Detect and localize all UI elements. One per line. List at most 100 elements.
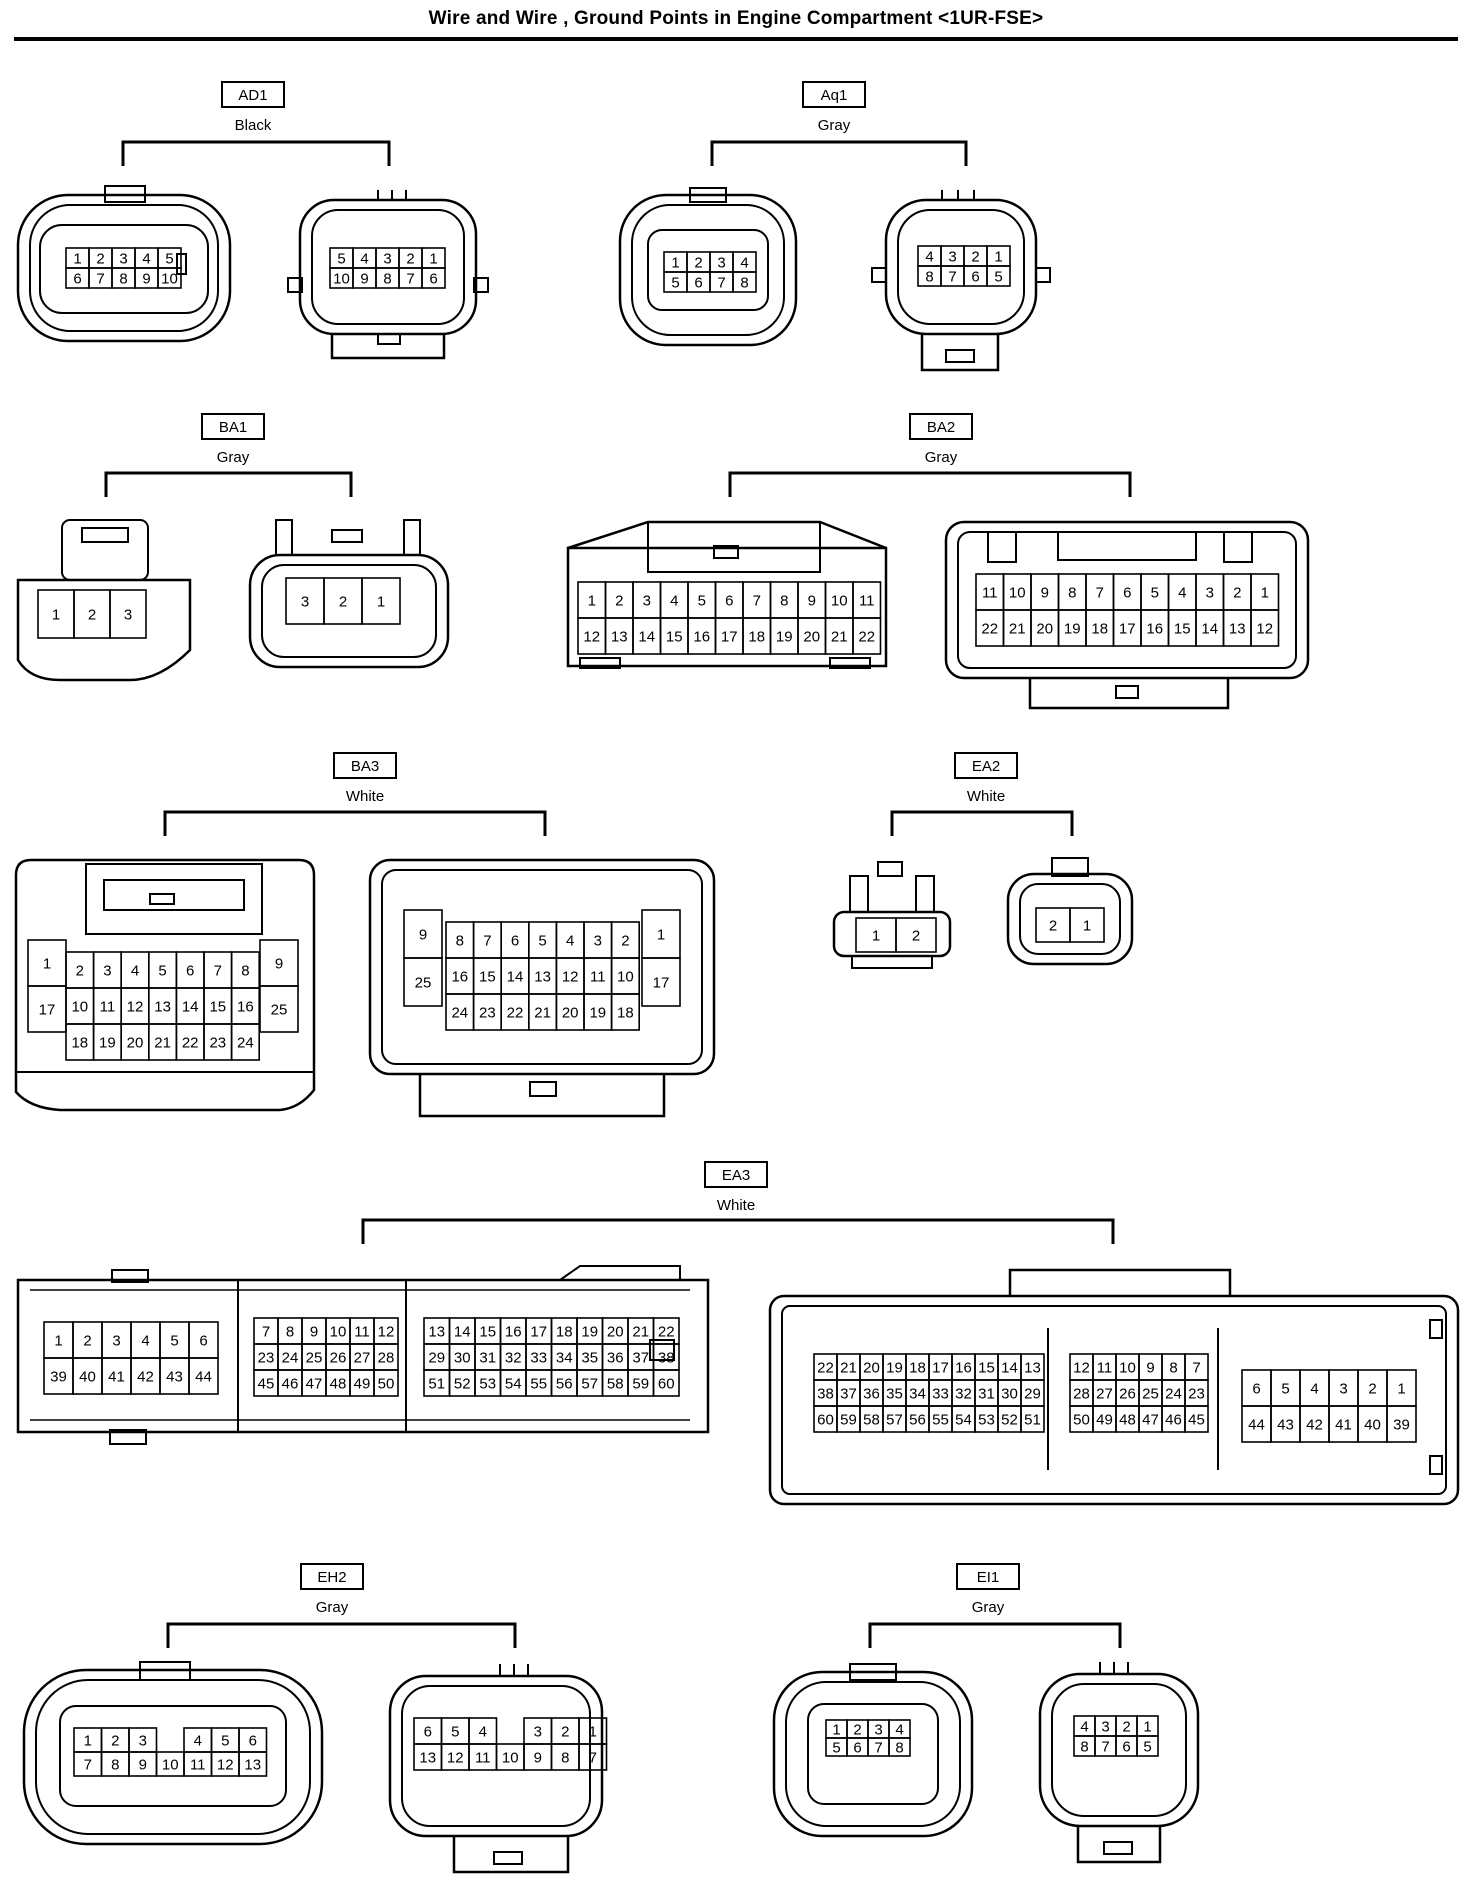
ea3-left-pin-number: 44 xyxy=(195,1369,212,1386)
ea3-right-pin-number: 17 xyxy=(932,1360,949,1377)
ea3-right-pin-number: 24 xyxy=(1165,1386,1182,1403)
ba2-right-pin-number: 16 xyxy=(1146,621,1163,638)
ea2-left-pin-number: 2 xyxy=(912,928,920,945)
connector-code: BA2 xyxy=(927,419,955,436)
ba3-left-pin-cell xyxy=(230,1023,261,1061)
ea3-left-pin-number: 58 xyxy=(607,1376,624,1393)
ea3-right-pin-number: 40 xyxy=(1364,1417,1381,1434)
eh2-right-pin-number: 6 xyxy=(424,1724,432,1741)
connector-ea3-right xyxy=(768,1268,1460,1506)
ea3-left-pin-number: 42 xyxy=(137,1369,154,1386)
ba2-left-pin-number: 21 xyxy=(831,629,848,646)
aq1-left-pin-number: 3 xyxy=(717,255,725,272)
eh2-right-pin-number: 8 xyxy=(561,1750,569,1767)
eh2-left-pin-number: 13 xyxy=(244,1757,261,1774)
ea3-right-pin-number: 50 xyxy=(1073,1412,1090,1429)
ba3-right-pin-number: 17 xyxy=(653,975,670,992)
ad1-right-pin-number: 8 xyxy=(383,271,391,288)
connector-ad1-left xyxy=(16,185,232,343)
ba2-right-pin-number: 4 xyxy=(1178,585,1186,602)
ea3-left-pin-number: 20 xyxy=(607,1324,624,1341)
ei1-left-pin-number: 6 xyxy=(853,1740,861,1757)
ea3-left-pin-number: 26 xyxy=(330,1350,347,1367)
ea3-right-pin-number: 43 xyxy=(1277,1417,1294,1434)
ei1-left-pin-number: 5 xyxy=(832,1740,840,1757)
ea3-right-pin-number: 41 xyxy=(1335,1417,1352,1434)
aq1-right-pin-cell xyxy=(986,265,1011,287)
ei1-left-pin-number: 1 xyxy=(832,1722,840,1739)
connector-ba2-left xyxy=(566,520,888,669)
ea3-left-pin-cell xyxy=(652,1369,680,1397)
eh2-left-pin-number: 1 xyxy=(84,1733,92,1750)
ad1-right-pin-number: 2 xyxy=(406,251,414,268)
connector-color: Gray xyxy=(972,1599,1005,1616)
eh2-right-pin-number: 7 xyxy=(589,1750,597,1767)
ea3-right-pin-number: 53 xyxy=(978,1412,995,1429)
ba2-left-pin-number: 5 xyxy=(698,593,706,610)
ea3-right-pin-number: 28 xyxy=(1073,1386,1090,1403)
ba1-left-pin-number: 3 xyxy=(124,607,132,624)
ei1-left-pin-number: 3 xyxy=(874,1722,882,1739)
ea3-right-pin-number: 35 xyxy=(886,1386,903,1403)
ba2-right-pin-number: 1 xyxy=(1261,585,1269,602)
ba3-right-pin-cell xyxy=(610,993,640,1031)
connector-color: White xyxy=(717,1197,755,1214)
ea3-left-pin-number: 48 xyxy=(330,1376,347,1393)
ea3-left-pin-number: 57 xyxy=(581,1376,598,1393)
ba3-right-pin-number: 6 xyxy=(511,933,519,950)
ea3-left-pin-number: 8 xyxy=(286,1324,294,1341)
connector-code: EA3 xyxy=(722,1167,750,1184)
ea3-right-pin-number: 5 xyxy=(1281,1381,1289,1398)
ad1-right-pin-number: 6 xyxy=(429,271,437,288)
ba3-right-pin-number: 8 xyxy=(456,933,464,950)
eh2-left-pin-number: 10 xyxy=(162,1757,179,1774)
ba2-left-pin-number: 14 xyxy=(638,629,655,646)
ba1-left-pin-number: 1 xyxy=(52,607,60,624)
ea3-left-pin-cell xyxy=(373,1369,399,1397)
eh2-left-pin-number: 8 xyxy=(111,1757,119,1774)
ba2-left-pin-cell xyxy=(852,617,882,655)
ea3-left-pin-number: 14 xyxy=(454,1324,471,1341)
connector-eh2-left xyxy=(22,1661,324,1846)
ba2-left-pin-number: 1 xyxy=(588,593,596,610)
ea3-right-pin-number: 52 xyxy=(1001,1412,1018,1429)
connector-eh2-right xyxy=(388,1664,604,1874)
ea3-right-pin-number: 26 xyxy=(1119,1386,1136,1403)
aq1-left-pin-cell xyxy=(732,271,757,293)
ea3-left-pin-number: 39 xyxy=(50,1369,67,1386)
ba3-right-pin-cell xyxy=(403,957,443,1007)
ad1-left-pin-number: 8 xyxy=(119,271,127,288)
ea3-left-pin-number: 54 xyxy=(505,1376,522,1393)
aq1-left-pin-number: 1 xyxy=(671,255,679,272)
ea3-left-pin-number: 4 xyxy=(141,1333,149,1350)
ea3-right-pin-number: 54 xyxy=(955,1412,972,1429)
connector-code: EA2 xyxy=(972,758,1000,775)
ea3-left-pin-number: 43 xyxy=(166,1369,183,1386)
ea3-left-pin-number: 34 xyxy=(556,1350,573,1367)
ba3-left-pin-number: 10 xyxy=(71,999,88,1016)
ea3-right-pin-cell xyxy=(1386,1405,1417,1443)
ba2-left-pin-number: 22 xyxy=(858,629,875,646)
ea3-left-pin-number: 17 xyxy=(530,1324,547,1341)
ei1-right-pin-number: 1 xyxy=(1143,1719,1151,1736)
aq1-right-pin-number: 8 xyxy=(925,269,933,286)
ea3-left-pin-number: 9 xyxy=(310,1324,318,1341)
title-rule xyxy=(14,37,1458,41)
ea3-right-pin-number: 19 xyxy=(886,1360,903,1377)
ba3-left-pin-number: 6 xyxy=(186,963,194,980)
connector-code: AD1 xyxy=(238,87,267,104)
aq1-right-pin-number: 4 xyxy=(925,249,933,266)
eh2-right-pin-number: 1 xyxy=(589,1724,597,1741)
ea3-right-pin-number: 60 xyxy=(817,1412,834,1429)
eh2-left-pin-number: 12 xyxy=(217,1757,234,1774)
eh2-left-pin-number: 5 xyxy=(221,1733,229,1750)
ba3-left-pin-number: 12 xyxy=(127,999,144,1016)
connector-aq1-left xyxy=(618,187,798,347)
connector-code: BA3 xyxy=(351,758,379,775)
ba1-left-pin-cell xyxy=(109,589,147,639)
ba1-right-pin-number: 2 xyxy=(339,594,347,611)
aq1-left-pin-number: 5 xyxy=(671,275,679,292)
ba3-left-pin-number: 18 xyxy=(71,1035,88,1052)
ba2-right-pin-number: 21 xyxy=(1009,621,1026,638)
